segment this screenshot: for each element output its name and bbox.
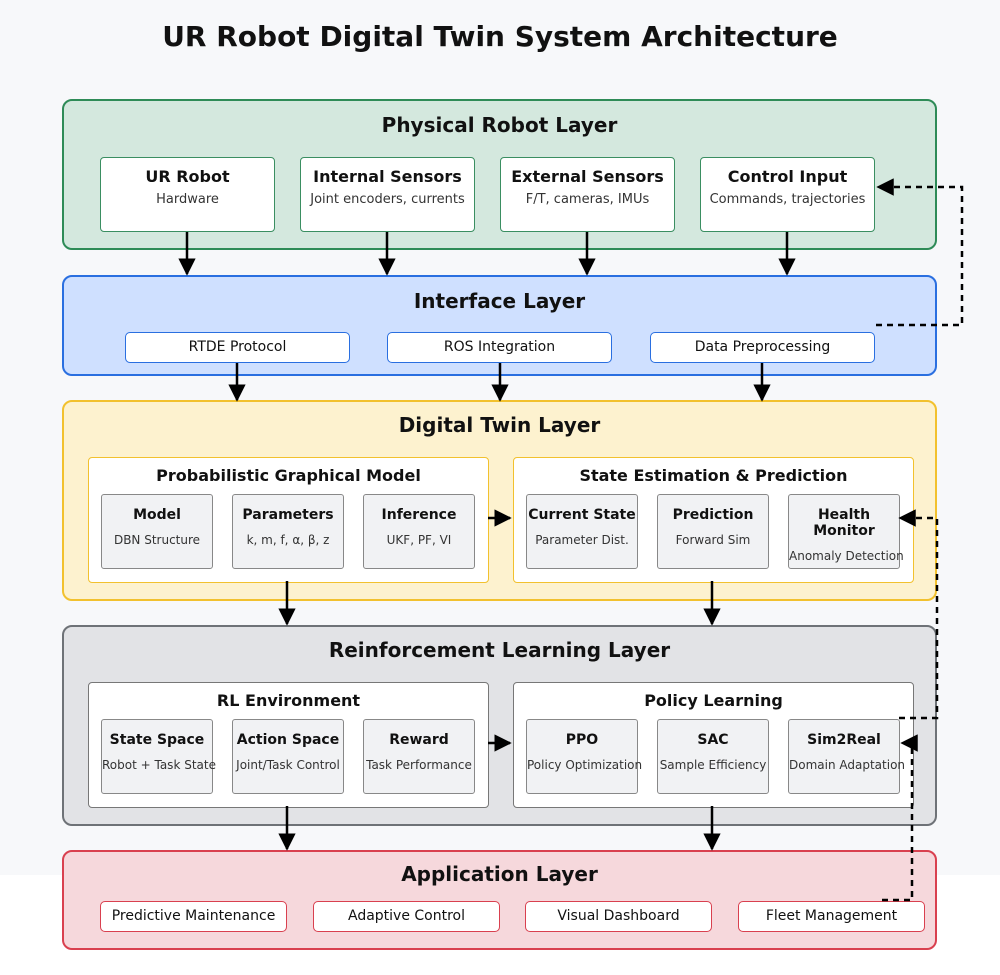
physical-robot-layer: Physical Robot Layer UR Robot Hardware I… — [62, 99, 937, 250]
model-box: Model DBN Structure — [101, 494, 213, 569]
rl-environment-group: RL Environment State Space Robot + Task … — [88, 682, 489, 808]
sub-title: PPO — [565, 732, 599, 748]
control-input-box: Control Input Commands, trajectories — [700, 157, 875, 232]
external-sensors-box: External Sensors F/T, cameras, IMUs — [500, 157, 675, 232]
box-subtitle: F/T, cameras, IMUs — [525, 192, 650, 207]
interface-layer: Interface Layer RTDE Protocol ROS Integr… — [62, 275, 937, 376]
health-monitor-box: Health Monitor Anomaly Detection — [788, 494, 904, 569]
sim2real-box: Sim2Real Domain Adaptation — [788, 719, 906, 794]
digital-twin-layer: Digital Twin Layer Probabilistic Graphic… — [62, 400, 937, 601]
box-title: Control Input — [727, 167, 848, 186]
sub-title: Health Monitor — [813, 507, 875, 539]
sub-subtitle: DBN Structure — [113, 533, 201, 547]
sub-subtitle: Forward Sim — [675, 533, 751, 547]
current-state-box: Current State Parameter Dist. — [526, 494, 638, 569]
ros-integration-box: ROS Integration — [387, 332, 612, 363]
layer-title-physical: Physical Robot Layer — [381, 113, 618, 137]
sub-title: Prediction — [672, 507, 754, 523]
sub-title: Action Space — [236, 732, 340, 748]
fleet-management-box: Fleet Management — [738, 901, 925, 932]
layer-title-app: Application Layer — [401, 862, 598, 886]
group-title: State Estimation & Prediction — [579, 466, 848, 485]
box-subtitle: Commands, trajectories — [709, 192, 866, 207]
sac-box: SAC Sample Efficiency — [657, 719, 769, 794]
inference-box: Inference UKF, PF, VI — [363, 494, 475, 569]
sub-title: SAC — [697, 732, 729, 748]
prediction-box: Prediction Forward Sim — [657, 494, 769, 569]
sub-subtitle: Joint/Task Control — [236, 758, 340, 772]
sub-title: State Space — [109, 732, 205, 748]
layer-title-rl: Reinforcement Learning Layer — [328, 638, 671, 662]
internal-sensors-box: Internal Sensors Joint encoders, current… — [300, 157, 475, 232]
sub-subtitle: Policy Optimization — [527, 758, 643, 772]
sub-subtitle: Robot + Task State — [102, 758, 216, 772]
reinforcement-learning-layer: Reinforcement Learning Layer RL Environm… — [62, 625, 937, 826]
rtde-protocol-box: RTDE Protocol — [125, 332, 350, 363]
pgm-group: Probabilistic Graphical Model Model DBN … — [88, 457, 489, 583]
page-title: UR Robot Digital Twin System Architectur… — [162, 20, 838, 53]
ppo-box: PPO Policy Optimization — [526, 719, 643, 794]
visual-dashboard-box: Visual Dashboard — [525, 901, 712, 932]
application-layer: Application Layer Predictive Maintenance… — [62, 850, 937, 950]
state-estimation-group: State Estimation & Prediction Current St… — [513, 457, 914, 583]
sub-title: Sim2Real — [807, 732, 881, 748]
sub-subtitle: Parameter Dist. — [535, 533, 629, 547]
sub-subtitle: Sample Efficiency — [659, 758, 767, 772]
sub-subtitle: Task Performance — [366, 758, 472, 772]
action-space-box: Action Space Joint/Task Control — [232, 719, 344, 794]
box-title: Internal Sensors — [313, 167, 462, 186]
sub-subtitle: Domain Adaptation — [789, 758, 906, 772]
box-subtitle: Hardware — [156, 192, 219, 207]
sub-title: Inference — [381, 507, 457, 523]
sub-title: Current State — [528, 507, 636, 523]
box-title: UR Robot — [145, 167, 230, 186]
group-title: Probabilistic Graphical Model — [156, 466, 421, 485]
predictive-maintenance-box: Predictive Maintenance — [100, 901, 287, 932]
sub-title: Reward — [389, 732, 449, 748]
layer-title-twin: Digital Twin Layer — [398, 413, 601, 437]
sub-title: Parameters — [242, 507, 334, 523]
policy-learning-group: Policy Learning PPO Policy Optimization … — [513, 682, 914, 808]
group-title: RL Environment — [216, 691, 361, 710]
sub-title: Model — [133, 507, 181, 523]
adaptive-control-box: Adaptive Control — [313, 901, 500, 932]
state-space-box: State Space Robot + Task State — [101, 719, 216, 794]
parameters-box: Parameters k, m, f, α, β, z — [232, 494, 344, 569]
sub-subtitle: UKF, PF, VI — [386, 533, 452, 547]
data-preprocessing-box: Data Preprocessing — [650, 332, 875, 363]
box-title: External Sensors — [511, 167, 664, 186]
sub-subtitle: Anomaly Detection — [789, 549, 904, 563]
group-title: Policy Learning — [644, 691, 783, 710]
layer-title-interface: Interface Layer — [413, 289, 586, 313]
box-subtitle: Joint encoders, currents — [310, 192, 465, 207]
sub-subtitle: k, m, f, α, β, z — [246, 533, 330, 547]
ur-robot-box: UR Robot Hardware — [100, 157, 275, 232]
reward-box: Reward Task Performance — [363, 719, 475, 794]
